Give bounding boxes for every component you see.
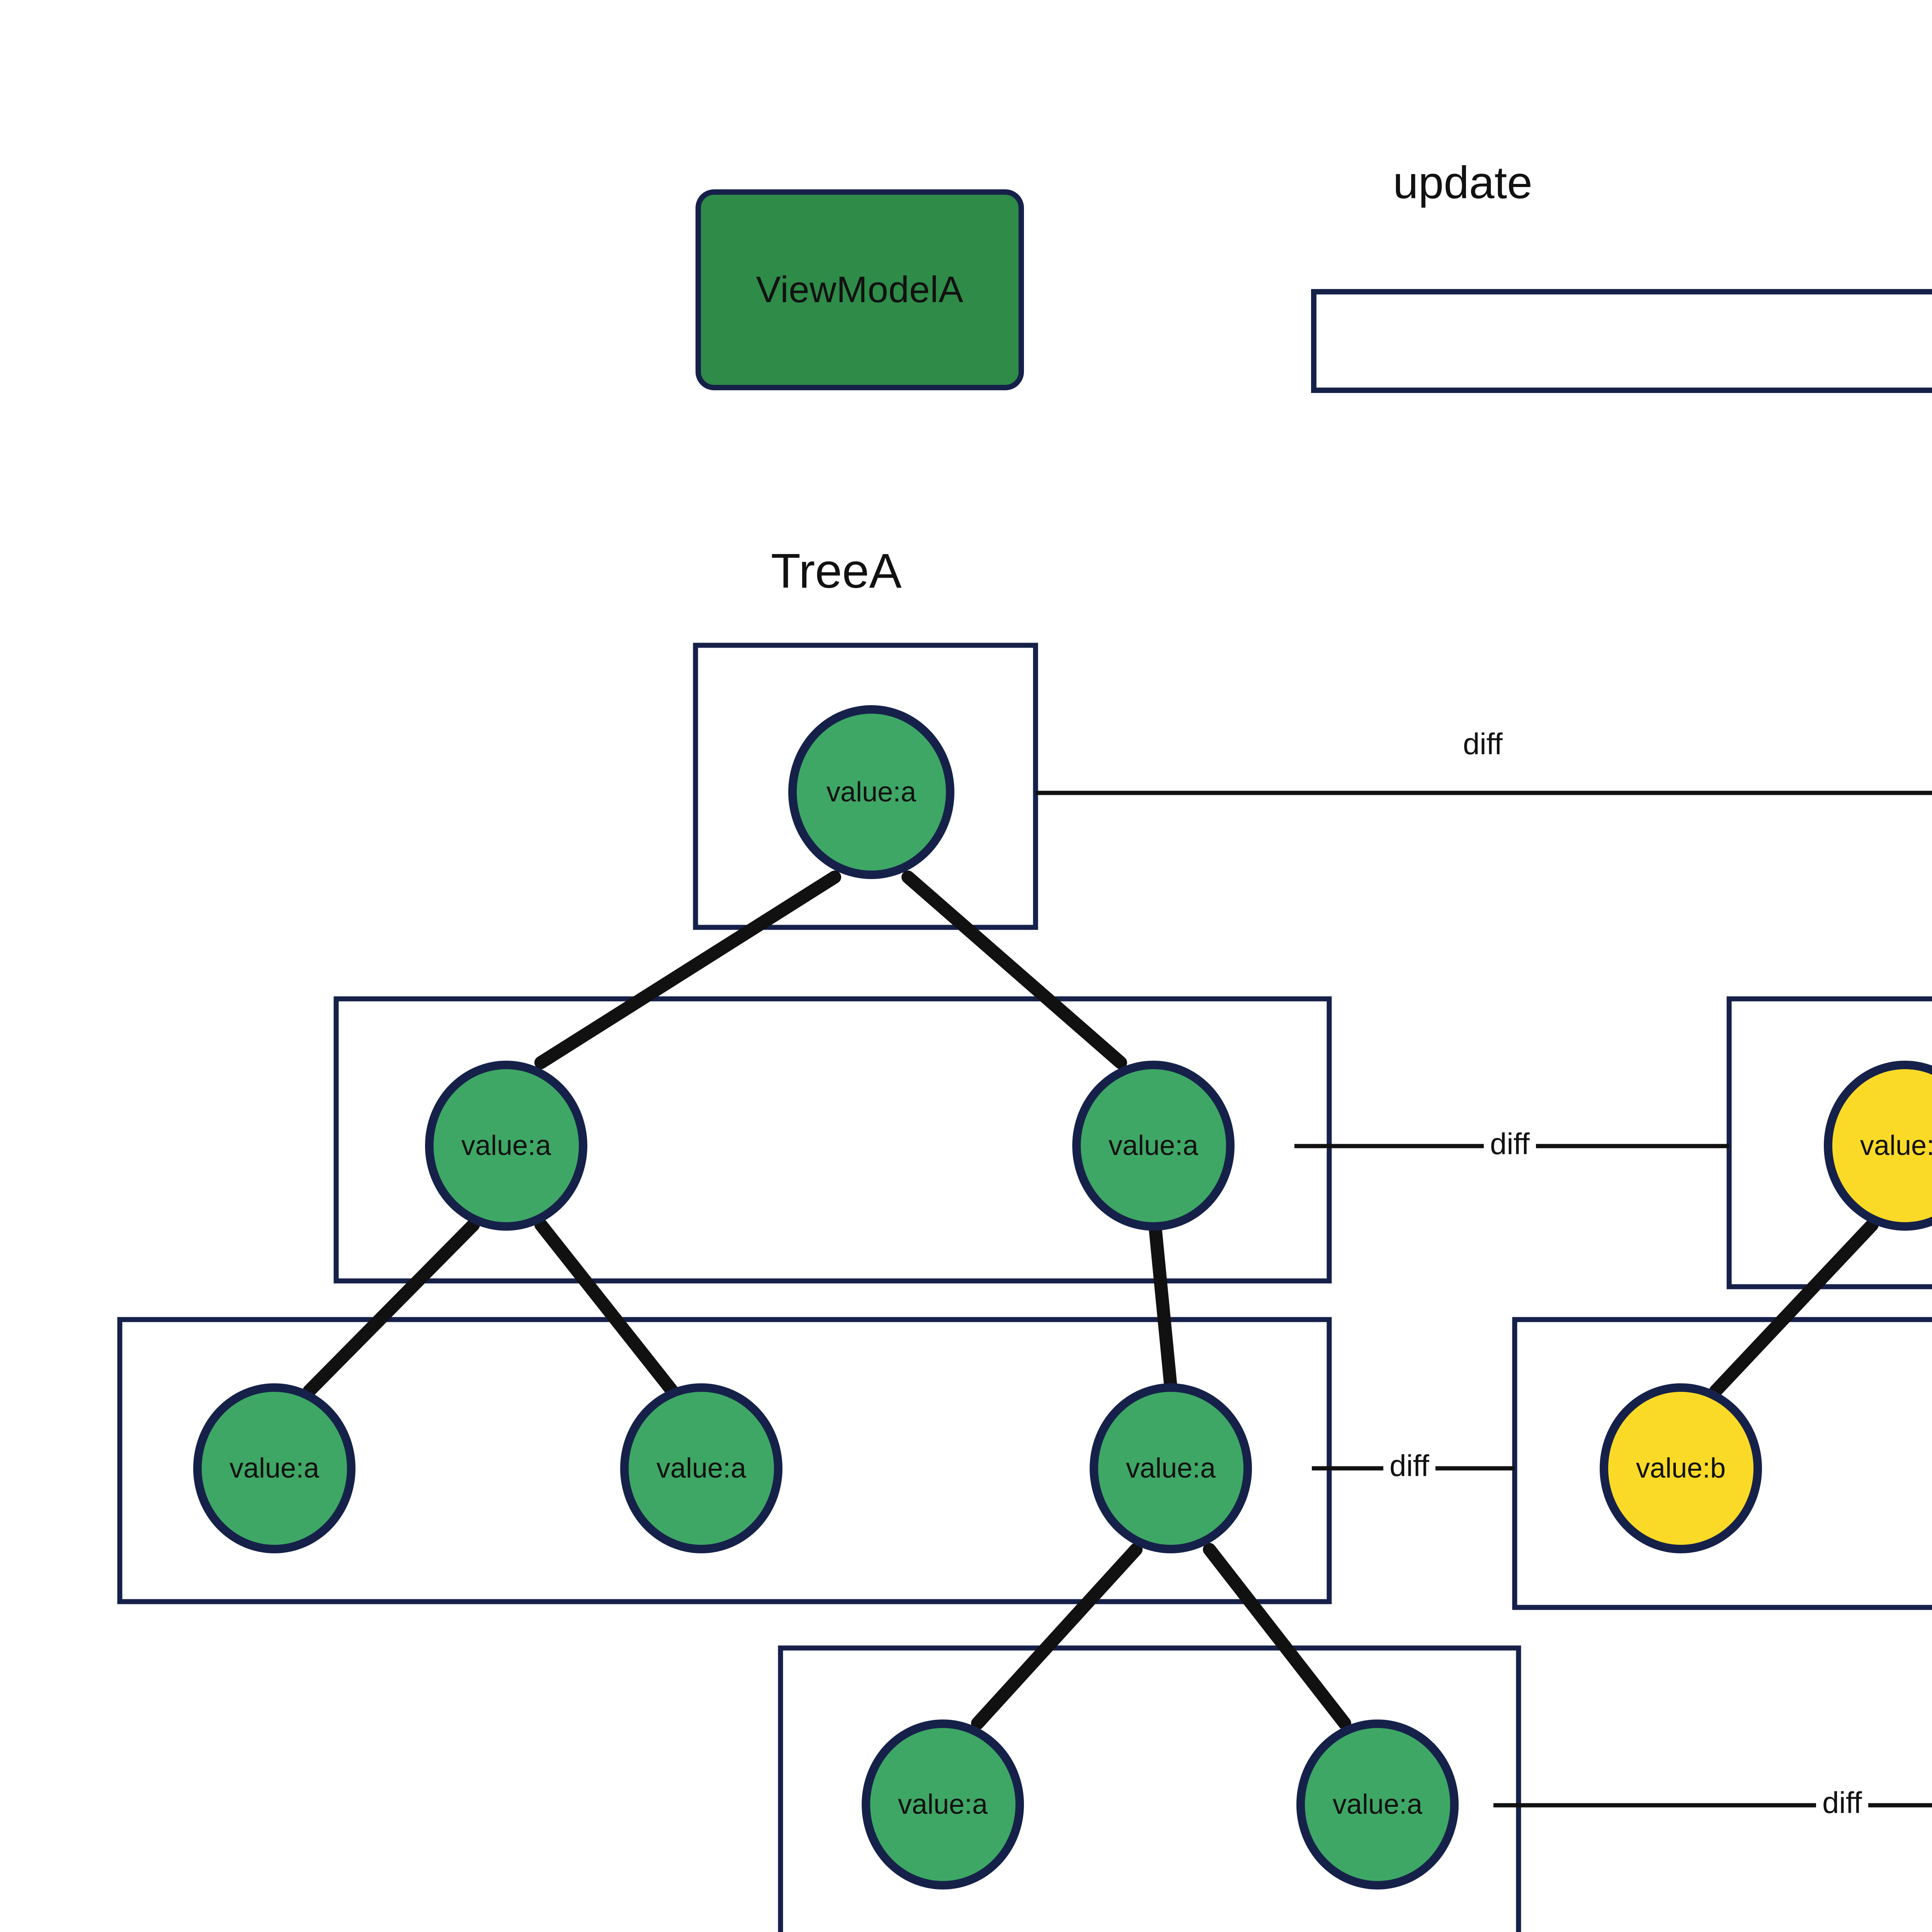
right-node-l2-left[interactable]: value:b — [1824, 1061, 1932, 1231]
left-edge-l3c-to-l4b — [1203, 1543, 1351, 1730]
node-label: value:a — [1108, 1130, 1199, 1161]
right-edge-l2left-to-l3a — [1709, 1218, 1879, 1398]
left-node-l3-a[interactable]: value:a — [193, 1383, 355, 1553]
left-node-l1-root[interactable]: value:a — [788, 705, 954, 879]
diff-label-level1: diff — [1457, 726, 1509, 762]
update-arrow-icon — [1311, 289, 1932, 393]
node-label: value:a — [461, 1130, 551, 1161]
left-edge-root-to-l2-right — [901, 871, 1127, 1069]
left-node-l2-left[interactable]: value:a — [425, 1061, 587, 1231]
diff-label-level4: diff — [1816, 1785, 1868, 1820]
node-label: value:a — [1332, 1789, 1423, 1820]
left-edge-l2left-to-l3a — [303, 1218, 480, 1398]
node-label: value:a — [1126, 1453, 1216, 1484]
left-node-l4-b[interactable]: value:a — [1296, 1719, 1459, 1889]
diff-label-level2: diff — [1484, 1126, 1536, 1162]
node-label: value:b — [1636, 1453, 1726, 1484]
node-label: value:a — [229, 1453, 320, 1484]
node-label: value:a — [898, 1789, 988, 1820]
left-node-l2-right[interactable]: value:a — [1072, 1061, 1235, 1231]
viewmodel-a-box[interactable]: ViewModelA — [696, 189, 1024, 390]
node-label: value:a — [656, 1453, 747, 1484]
left-edge-l2left-to-l3b — [534, 1218, 679, 1398]
left-edge-l2right-to-l3c — [1149, 1222, 1177, 1394]
viewmodel-a-label: ViewModelA — [756, 269, 964, 310]
left-edge-l3c-to-l4a — [971, 1543, 1143, 1730]
diff-label-level3: diff — [1383, 1448, 1435, 1483]
right-node-l3-a[interactable]: value:b — [1600, 1383, 1762, 1553]
node-label: value:a — [826, 777, 917, 808]
left-node-l4-a[interactable]: value:a — [862, 1719, 1024, 1889]
node-label: value:b — [1860, 1130, 1932, 1161]
left-tree-title: TreeA — [771, 544, 902, 598]
update-label: update — [1393, 157, 1532, 208]
left-node-l3-c[interactable]: value:a — [1090, 1383, 1252, 1553]
left-edge-root-to-l2-left — [534, 871, 841, 1069]
left-node-l3-b[interactable]: value:a — [620, 1383, 782, 1553]
